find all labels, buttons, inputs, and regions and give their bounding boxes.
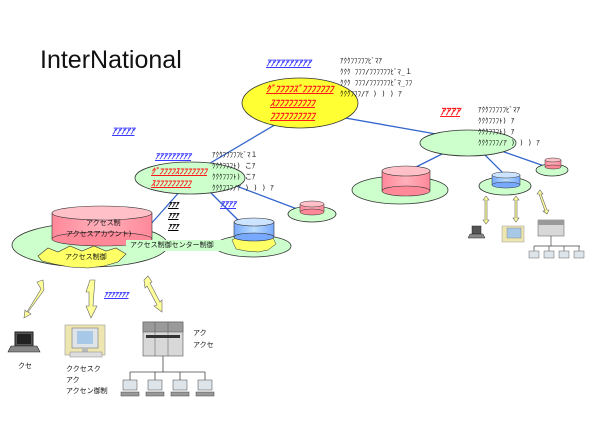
access-arrows — [23, 189, 550, 319]
right-small-disk — [544, 157, 562, 170]
left-blue-disk — [233, 217, 275, 242]
arrow-right-1 — [482, 195, 490, 225]
lan-tree-left — [129, 356, 206, 380]
top-hub-ellipse — [241, 77, 359, 129]
right-node-note-2: ｸｸｸﾌﾌﾌﾄ) ｱ — [478, 117, 515, 125]
access-burst — [37, 245, 127, 269]
pc-icon — [172, 379, 188, 391]
right-hub-ellipse — [419, 129, 517, 157]
left-node-note-2: ｸｸｸﾌﾌﾌﾄ) こｱ — [212, 162, 256, 170]
left-hub-ellipse — [134, 161, 246, 195]
desktop-label-1: ククセスク — [66, 365, 101, 373]
pc-icon — [122, 379, 138, 391]
left-node-note-3: ｸｸｸﾌﾌﾌﾄ) こｱ — [212, 173, 256, 181]
diagram-title: InterNational — [40, 46, 182, 74]
right-pink-disk — [381, 165, 431, 197]
left-node-heading: ｱｱｱｱｱｱｱｱｱ — [155, 152, 191, 161]
access-burst-label: アクセス制御 — [65, 253, 107, 261]
right-node-heading: ｱｱｱｱ — [440, 107, 460, 118]
top-node-line-1: ｸﾞﾌﾌﾌﾌｽﾞﾌﾌﾌﾌﾌﾌﾌ — [266, 85, 334, 95]
pc-icon — [543, 250, 555, 259]
server-label-2: アクセ — [193, 341, 214, 349]
arrow-right-3 — [536, 189, 550, 215]
server-rack-icon — [142, 321, 184, 357]
left-stack-label-1: ｱｱｱ — [168, 201, 179, 209]
desktop-label-2: アク — [66, 376, 80, 384]
left-node-line-2: ｽﾌﾌﾌﾌﾌﾌﾌﾌﾌ — [151, 179, 191, 188]
left-node-note-1: ｱｸｸﾌﾌﾌﾌﾌﾋﾞﾏ１ — [212, 151, 258, 159]
top-node-line-3: ﾌﾌﾌﾌﾌﾌﾌﾌﾌﾌ — [270, 112, 316, 122]
top-node-line-2: ｽﾌﾌﾌﾌﾌﾌﾌﾌﾌ — [270, 99, 316, 109]
access-db-line-1: アクセス制 — [86, 219, 121, 227]
pc-icon — [573, 250, 585, 259]
top-node-note-2: ｸｸｸ ﾌﾌﾌ/ﾌﾌﾌﾌﾌﾌﾋﾞﾏ_１ — [340, 68, 413, 76]
top-node-heading: ｱｱｱｱｱｱｱｱｱｱ — [266, 59, 312, 69]
right-node-note-3: ｸｸｸﾌﾌﾌﾄ) ｱ — [478, 128, 515, 136]
left-node-note-4: ｸｸｸﾌﾌﾌ/ｱ ) ) ) ｱ — [212, 184, 274, 192]
desktop-icon — [64, 324, 106, 358]
access-pink-disk — [51, 205, 153, 247]
pc-icon — [558, 250, 570, 259]
arrow-right-2 — [512, 195, 520, 223]
lan-tree-right — [533, 236, 580, 251]
lan-pcs-right — [528, 250, 585, 259]
arrow-server — [143, 275, 163, 313]
laptop-label: クセ — [18, 362, 32, 370]
laptop-icon — [7, 331, 41, 353]
access-db-line-2: アクセスアカウント) — [66, 230, 132, 238]
left-small-disk — [299, 200, 325, 216]
left-stack-label-3: ｱｱｱ — [168, 223, 179, 231]
right-blue-disk — [491, 171, 521, 189]
access-side-label: アクセス制御センター制御 — [130, 241, 214, 249]
pc-icon — [528, 250, 540, 259]
lan-pcs-left — [120, 379, 215, 397]
arrow-laptop — [23, 279, 45, 319]
right-node-note-4: ｸｸｸﾌﾌﾌ/ｱ ) ) ) ｱ — [478, 139, 540, 147]
server-rack-icon — [537, 219, 565, 237]
top-node-note-3: ｸｸｸ ﾌﾌﾌ/ﾌﾌﾌﾌﾌﾌﾋﾞﾏ_ﾌﾌ — [340, 79, 413, 87]
desktop-icon — [501, 225, 525, 243]
pc-icon — [197, 379, 213, 391]
arrow-desktop — [85, 279, 98, 319]
pc-icon — [147, 379, 163, 391]
laptop-icon — [467, 225, 486, 239]
access-side-label-bg — [126, 240, 226, 251]
left-node-line-1: ｸﾞﾌﾌﾌﾌｽﾌﾌﾌﾌﾌﾌﾌ — [151, 167, 207, 176]
left-side-label: ｱｱｱｱｱ — [112, 127, 135, 137]
top-node-note-4: ｸｸｸﾌﾌﾌ/ｱ ) ) ) ｱ — [340, 90, 402, 98]
desktop-label-3: アクセン御制 — [66, 387, 108, 395]
top-node-note-1: ｱｸｸﾌﾌﾌﾌﾌﾋﾞﾏｱ — [340, 57, 382, 65]
left-stack-label-2: ｱｱｱ — [168, 212, 179, 220]
right-node-note-1: ｱｸｸﾌﾌﾌﾌﾌﾋﾞﾏｱ — [478, 106, 520, 114]
left-disk-label: ｱｱｱｱ — [220, 200, 236, 209]
server-label-1: アク — [193, 329, 207, 337]
access-link-label: ｱｱｱｱｱｱｱ — [104, 291, 129, 299]
